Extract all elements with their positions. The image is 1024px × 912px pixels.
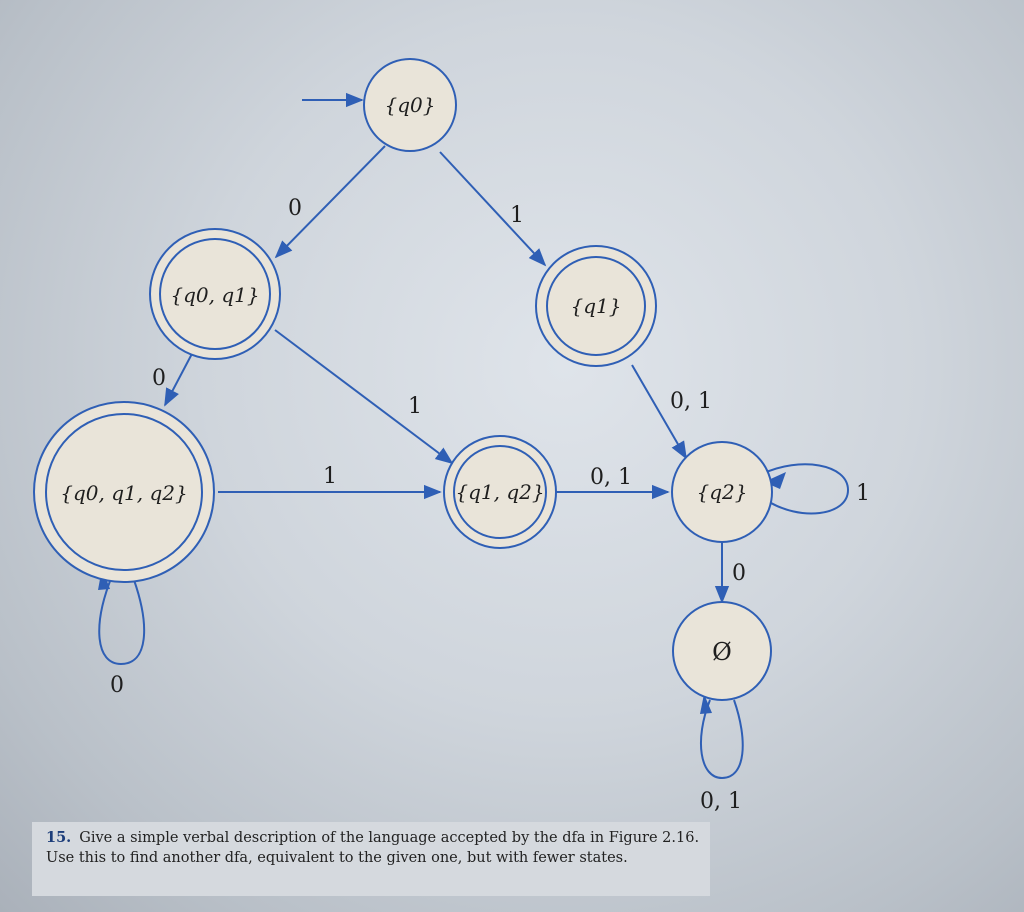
state-label: {q2} [697, 480, 748, 504]
loop-q2 [761, 463, 850, 515]
state-label: {q0, q1} [170, 283, 259, 307]
edge-q0q1-to-q0q1q2 [164, 347, 196, 407]
state-label: Ø [712, 638, 732, 666]
edge-label: 0, 1 [700, 789, 742, 814]
state-q0q1q2: {q0, q1, q2} [33, 401, 215, 583]
edge-q1-to-q2 [631, 364, 687, 460]
state-label: {q0, q1, q2} [60, 481, 187, 505]
edge-label: 0 [288, 196, 302, 221]
edge-label: 0, 1 [670, 389, 712, 414]
state-q1: {q1} [535, 245, 657, 367]
exercise-caption: 15.Give a simple verbal description of t… [32, 822, 710, 896]
edge-label: 1 [510, 203, 524, 228]
edge-label: 1 [323, 464, 337, 489]
loop-q0q1q2 [98, 575, 146, 666]
loop-q2-arrowhead [764, 472, 786, 489]
loop-empty-arrowhead [700, 694, 712, 714]
state-label: {q0} [385, 93, 436, 117]
exercise-number: 15. [46, 829, 72, 846]
state-label: {q1, q2} [455, 480, 544, 504]
edge-q0-to-q1 [439, 151, 547, 267]
edge-label: 0, 1 [590, 465, 632, 490]
state-q0q1: {q0, q1} [149, 228, 281, 360]
exercise-text: Give a simple verbal description of the … [46, 830, 700, 866]
edge-label: 0 [152, 366, 166, 391]
edge-q0q1-to-q1q2 [274, 329, 454, 465]
edges [98, 92, 850, 780]
edge-label: 1 [856, 481, 870, 506]
edge-labels: 0 1 0 1 1 0 0, 1 0, 1 1 0 0, 1 [110, 196, 870, 814]
state-q0: {q0} [363, 58, 457, 152]
edge-label: 0 [110, 673, 124, 698]
loop-empty [699, 699, 744, 780]
state-q1q2: {q1, q2} [443, 435, 557, 549]
edge-label: 1 [408, 394, 422, 419]
edge-label: 0 [732, 561, 746, 586]
state-q2: {q2} [671, 441, 773, 543]
state-label: {q1} [571, 294, 622, 318]
state-empty: Ø [672, 601, 772, 701]
edge-q0-to-q0q1 [274, 145, 386, 259]
